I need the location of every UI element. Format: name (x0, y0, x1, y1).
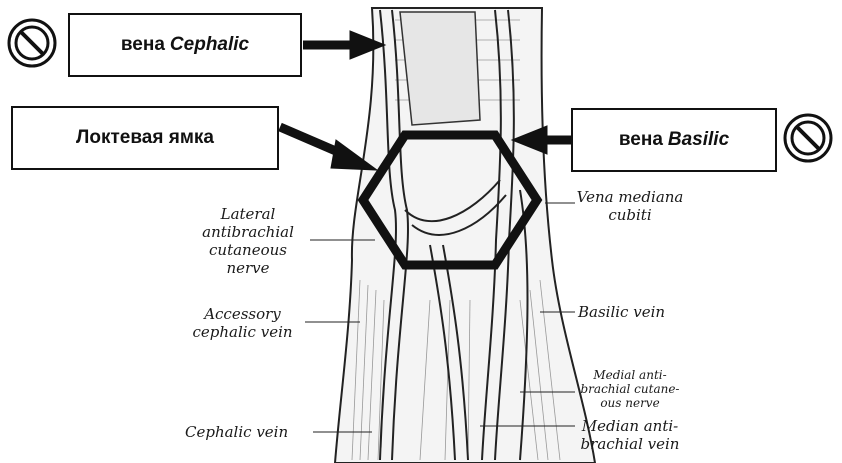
medial-line3: ous nerve (575, 396, 685, 410)
lateral-line2: antibrachial (188, 223, 308, 241)
medial-line1: Medial anti- (575, 368, 685, 382)
lateral-line4: nerve (188, 259, 308, 277)
fossa-callout: Локтевая ямка (11, 106, 279, 170)
cephalic-callout-latin: Cephalic (170, 34, 249, 56)
basilic-callout-latin: Basilic (668, 129, 729, 151)
cephalic-callout: вена Cephalic (68, 13, 302, 77)
medial-line2: brachial cutane- (575, 382, 685, 396)
accessory-line1: Accessory (180, 305, 305, 323)
medial-nerve-label: Medial anti- brachial cutane- ous nerve (575, 368, 685, 410)
cephalic-callout-prefix: вена (121, 34, 165, 56)
accessory-line2: cephalic vein (180, 323, 305, 341)
no-entry-icon (782, 112, 834, 164)
basilic-callout: вена Basilic (571, 108, 777, 172)
vena-mediana-label: Vena mediana cubiti (575, 188, 685, 224)
basilic-callout-prefix: вена (619, 129, 663, 151)
median-vein-label: Median anti- brachial vein (575, 417, 685, 453)
vena-mediana-line1: Vena mediana (575, 188, 685, 206)
cephalic-vein-label: Cephalic vein (185, 423, 288, 441)
no-entry-icon (6, 17, 58, 69)
fossa-callout-text: Локтевая ямка (76, 127, 214, 149)
lateral-line1: Lateral (188, 205, 308, 223)
median-line1: Median anti- (575, 417, 685, 435)
basilic-vein-label: Basilic vein (578, 303, 665, 321)
median-line2: brachial vein (575, 435, 685, 453)
accessory-cephalic-label: Accessory cephalic vein (180, 305, 305, 341)
lateral-nerve-label: Lateral antibrachial cutaneous nerve (188, 205, 308, 277)
lateral-line3: cutaneous (188, 241, 308, 259)
vena-mediana-line2: cubiti (575, 206, 685, 224)
